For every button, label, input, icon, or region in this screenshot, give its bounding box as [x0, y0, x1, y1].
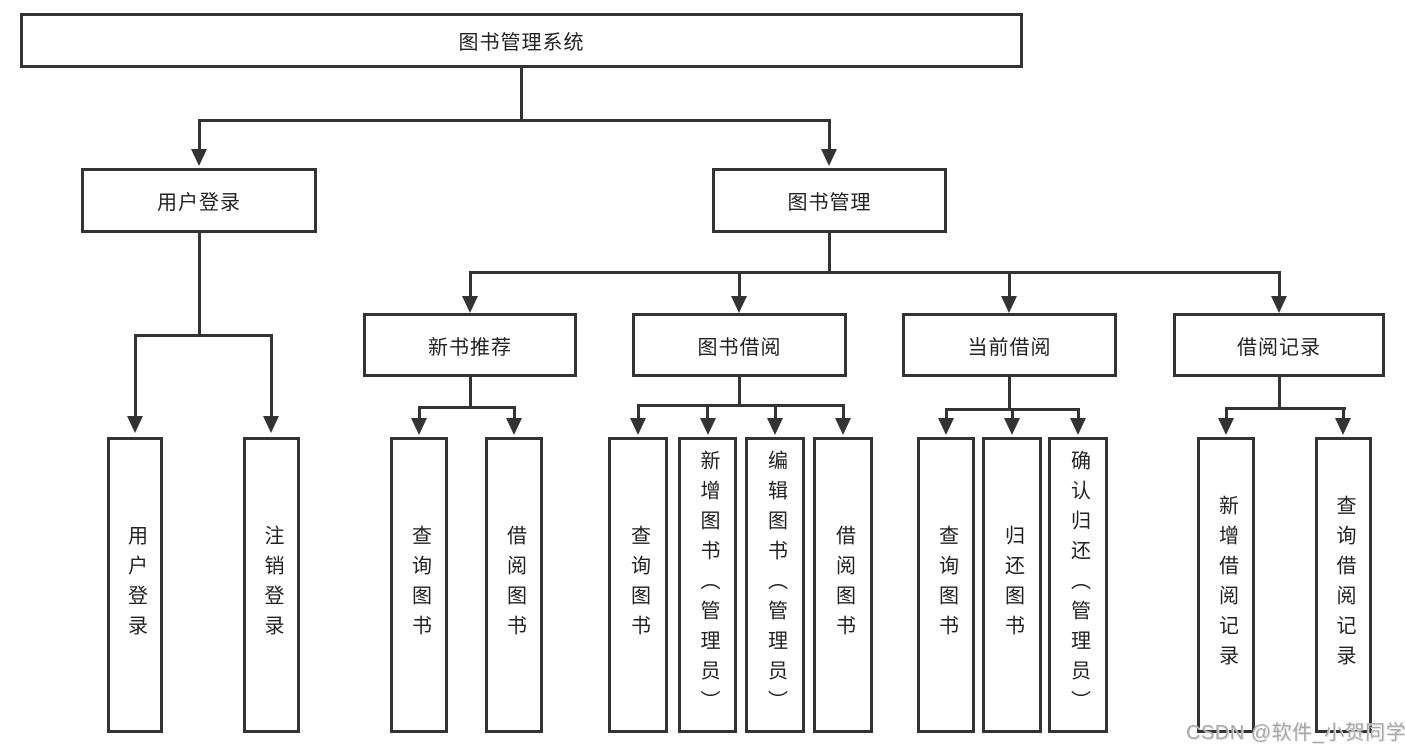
- leaf-recommend-query-book: 查询图书: [390, 437, 448, 733]
- connector-drop-bb-edit: [774, 404, 777, 420]
- connector-rail-new-book: [418, 406, 516, 409]
- connector-drop-new-book: [469, 271, 472, 297]
- leaf-logout: 注销登录: [243, 437, 300, 733]
- leaf-label: 查询图书: [627, 525, 650, 645]
- arrowhead-bb-borrow: [835, 418, 851, 435]
- arrowhead-cb-query: [938, 418, 954, 435]
- connector-rail-level3: [469, 271, 1281, 274]
- arrowhead-br-add: [1218, 418, 1234, 435]
- node-current-borrow: 当前借阅: [902, 313, 1117, 377]
- node-user-login: 用户登录: [81, 168, 317, 233]
- arrowhead-new-book: [462, 296, 478, 313]
- leaf-label: 新增借阅记录: [1215, 495, 1238, 675]
- connector-stem-book-management: [828, 233, 831, 274]
- arrowhead-bb-query: [630, 418, 646, 435]
- arrowhead-book-management: [821, 149, 837, 166]
- arrowhead-login-leaf: [127, 416, 143, 433]
- connector-drop-rec-query: [418, 406, 421, 420]
- connector-drop-cb-query: [945, 408, 948, 420]
- connector-drop-bb-borrow: [842, 404, 845, 420]
- connector-drop-book-management: [828, 119, 831, 150]
- leaf-label: 注销登录: [261, 525, 283, 645]
- connector-drop-borrow-records: [1278, 271, 1281, 297]
- leaf-label: 用户登录: [124, 525, 147, 645]
- arrowhead-cb-return: [1004, 418, 1020, 435]
- connector-drop-logout-leaf: [270, 334, 273, 416]
- connector-drop-bb-add: [706, 404, 709, 420]
- leaf-label: 借阅图书: [832, 525, 855, 645]
- connector-stem-root: [520, 68, 523, 122]
- connector-stem-new-book: [469, 377, 472, 409]
- arrowhead-br-query: [1335, 418, 1351, 435]
- csdn-watermark: CSDN @软件_小贺同学: [1186, 722, 1405, 744]
- connector-drop-br-query: [1342, 407, 1345, 420]
- connector-rail-level2: [198, 119, 831, 122]
- leaf-records-add-record: 新增借阅记录: [1197, 437, 1255, 733]
- leaf-label: 查询借阅记录: [1333, 495, 1355, 675]
- leaf-records-query-record: 查询借阅记录: [1315, 437, 1372, 733]
- leaf-label: 新增图书（管理员）: [697, 450, 719, 720]
- arrowhead-bb-add: [700, 418, 716, 435]
- leaf-borrow-query-book: 查询图书: [608, 437, 668, 733]
- connector-stem-user-login: [198, 233, 201, 337]
- leaf-label: 查询图书: [408, 525, 431, 645]
- arrowhead-logout-leaf: [263, 416, 279, 433]
- leaf-user-login: 用户登录: [107, 437, 163, 733]
- leaf-label: 查询图书: [935, 525, 958, 645]
- arrowhead-rec-query: [411, 418, 427, 435]
- connector-rail-book-borrow: [637, 404, 845, 407]
- arrowhead-cb-confirm: [1070, 418, 1086, 435]
- node-borrow-records: 借阅记录: [1173, 313, 1385, 377]
- arrowhead-current-borrow: [1001, 296, 1017, 313]
- leaf-label: 编辑图书（管理员）: [764, 450, 787, 720]
- connector-drop-br-add: [1225, 407, 1228, 420]
- leaf-borrow-add-book-admin: 新增图书（管理员）: [678, 437, 737, 733]
- leaf-label: 确认归还（管理员）: [1067, 450, 1090, 720]
- connector-stem-book-borrow: [738, 377, 741, 407]
- arrowhead-borrow-records: [1271, 296, 1287, 313]
- connector-rail-user-login: [134, 334, 273, 337]
- leaf-borrow-borrow-book: 借阅图书: [813, 437, 873, 733]
- arrowhead-rec-borrow: [506, 418, 522, 435]
- node-library-system: 图书管理系统: [20, 13, 1023, 68]
- leaf-current-confirm-return-admin: 确认归还（管理员）: [1048, 437, 1108, 733]
- connector-drop-user-login: [198, 119, 201, 150]
- arrowhead-book-borrow: [731, 296, 747, 313]
- connector-drop-rec-borrow: [513, 406, 516, 420]
- leaf-label: 借阅图书: [503, 525, 526, 645]
- connector-drop-book-borrow: [738, 271, 741, 297]
- leaf-label: 归还图书: [1001, 525, 1024, 645]
- connector-drop-cb-confirm: [1077, 408, 1080, 420]
- connector-drop-current-borrow: [1008, 271, 1011, 297]
- arrowhead-bb-edit: [767, 418, 783, 435]
- connector-drop-login-leaf: [134, 334, 137, 416]
- arrowhead-user-login: [191, 149, 207, 166]
- leaf-current-query-book: 查询图书: [917, 437, 975, 733]
- node-book-borrow: 图书借阅: [632, 313, 847, 377]
- connector-stem-borrow-records: [1278, 377, 1281, 410]
- leaf-current-return-book: 归还图书: [982, 437, 1042, 733]
- connector-rail-borrow-records: [1225, 407, 1346, 410]
- leaf-recommend-borrow-book: 借阅图书: [485, 437, 543, 733]
- node-new-book-recommend: 新书推荐: [363, 313, 577, 377]
- node-book-management: 图书管理: [712, 168, 947, 233]
- connector-stem-current-borrow: [1008, 377, 1011, 411]
- connector-drop-cb-return: [1011, 408, 1014, 420]
- connector-drop-bb-query: [637, 404, 640, 420]
- leaf-borrow-edit-book-admin: 编辑图书（管理员）: [745, 437, 805, 733]
